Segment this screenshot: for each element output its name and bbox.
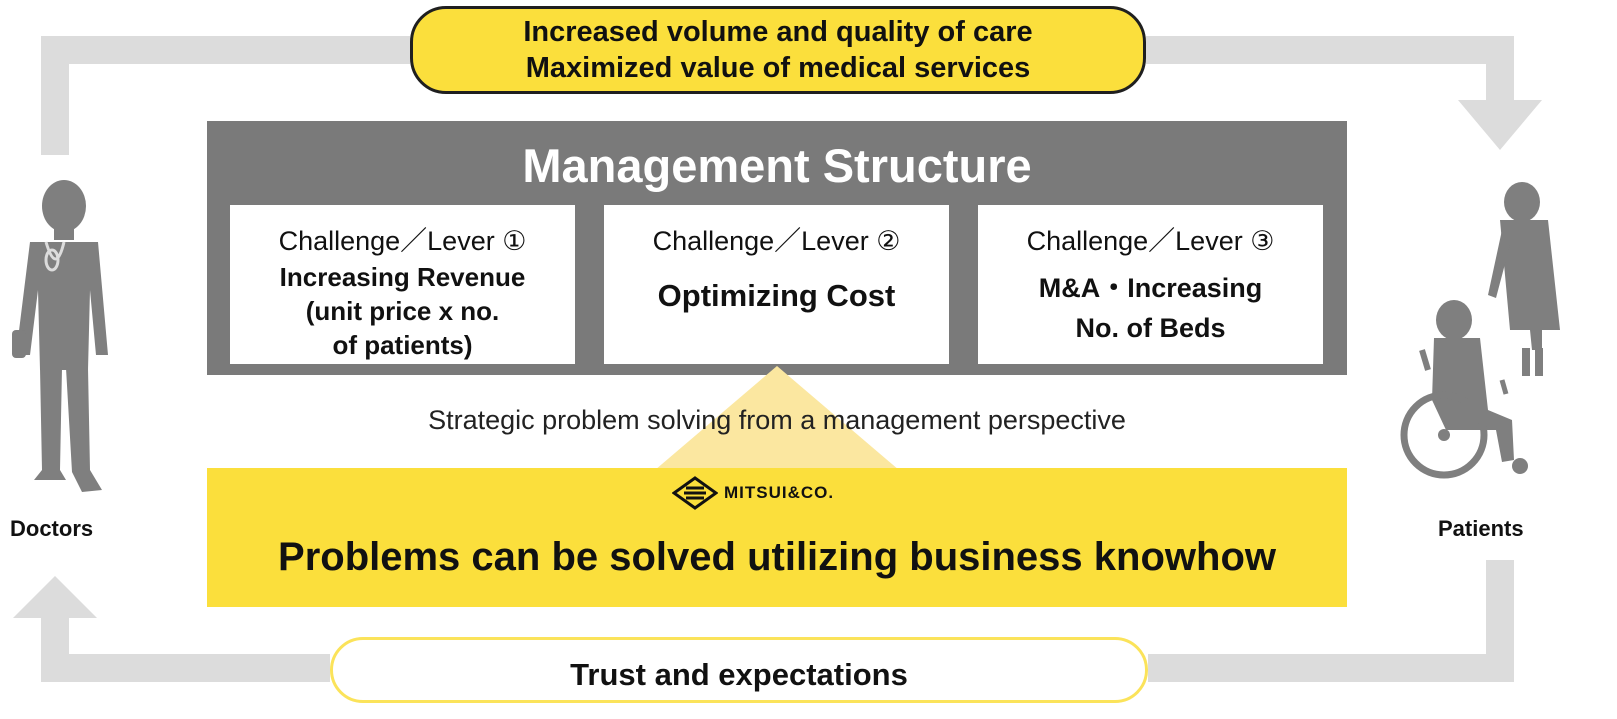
lever-3-heading: Challenge／Lever ③ (1026, 226, 1275, 256)
top-right-arrow-path (1146, 36, 1514, 112)
top-banner-line1: Increased volume and quality of care (523, 15, 1033, 48)
lever-3-line-1: M&A・Increasing (1038, 273, 1263, 303)
mitsui-logo: MITSUI&CO. (672, 476, 834, 510)
top-left-arrow-path (41, 36, 410, 155)
bottom-left-arrow-path (41, 612, 330, 682)
lever-1-heading: Challenge／Lever ① (278, 226, 527, 256)
lever-card-3: Challenge／Lever ③ M&A・Increasing No. of … (978, 205, 1323, 364)
solution-box (207, 468, 1347, 607)
patients-label: Patients (1438, 516, 1524, 541)
top-banner: Increased volume and quality of care Max… (410, 6, 1146, 94)
strategy-text: Strategic problem solving from a managem… (428, 405, 1126, 435)
top-banner-line2: Maximized value of medical services (525, 52, 1031, 84)
doctor-silhouette-icon (12, 180, 108, 492)
solution-text: Problems can be solved utilizing busines… (278, 535, 1276, 579)
lever-1-line-2: (unit price x no. (305, 296, 500, 326)
lever-1-line-1: Increasing Revenue (279, 262, 526, 292)
up-arrowhead-icon (13, 576, 97, 618)
support-triangle (655, 366, 899, 470)
bottom-banner: Trust and expectations (330, 637, 1148, 703)
doctors-label: Doctors (10, 516, 94, 541)
lever-2-line-1: Optimizing Cost (657, 278, 896, 313)
mitsui-logo-text: MITSUI&CO. (724, 483, 835, 502)
patients-silhouette-icon (1400, 182, 1560, 479)
bottom-banner-text: Trust and expectations (570, 657, 908, 692)
bottom-right-arrow-path (1148, 560, 1514, 682)
down-arrowhead-icon (1458, 100, 1542, 150)
lever-2-heading: Challenge／Lever ② (652, 226, 901, 256)
lever-card-2: Challenge／Lever ② Optimizing Cost (604, 205, 949, 364)
lever-card-1: Challenge／Lever ① Increasing Revenue (un… (230, 205, 575, 364)
management-structure-title: Management Structure (522, 139, 1032, 192)
lever-1-line-3: of patients) (332, 330, 473, 360)
mitsui-logo-icon (672, 476, 718, 510)
lever-3-line-2: No. of Beds (1075, 313, 1226, 343)
